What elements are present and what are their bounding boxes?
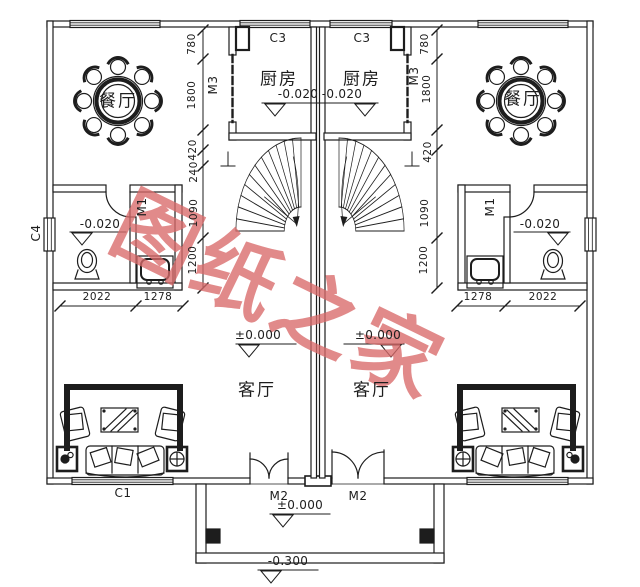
- window-kitchen-left-icon: [239, 19, 311, 29]
- sink-icon: [136, 255, 174, 289]
- armchair-icon: [154, 406, 186, 442]
- level-kitchen-right: -0.020: [321, 87, 363, 101]
- dim-1200-left: 1200: [187, 245, 199, 275]
- level-living-right: ±0.000: [354, 328, 402, 342]
- kitchen-walls-left: [228, 25, 317, 141]
- dim-1800-right: 1800: [421, 74, 433, 104]
- entry-doors: [249, 449, 385, 485]
- dim-1800-left: 1800: [186, 80, 198, 110]
- dim-1090-right: 1090: [419, 198, 431, 228]
- dimension-lines: [54, 24, 586, 312]
- level-kitchen-left: -0.020: [277, 87, 319, 101]
- dining-chairs: [73, 56, 163, 146]
- door-code-m1-left: M1: [135, 197, 149, 217]
- dim-420-left: 420: [187, 139, 199, 161]
- porch: [195, 483, 445, 564]
- door-code-m1-right: M1: [483, 197, 497, 217]
- dim-1278-right: 1278: [463, 291, 493, 303]
- dim-1278-left: 1278: [143, 291, 173, 303]
- window-c4-left-icon: [43, 217, 56, 252]
- side-table-plant-icon: [165, 445, 189, 473]
- window-c4-right-icon: [584, 217, 597, 252]
- room-label-dining-right: 餐厅: [504, 89, 542, 110]
- level-bath-left: -0.020: [79, 217, 121, 231]
- door-code-m3-right: M3: [407, 66, 421, 86]
- room-label-dining-left: 餐厅: [99, 91, 137, 112]
- bathroom-right: [457, 184, 588, 291]
- armchair-icon: [59, 406, 91, 442]
- room-label-kitchen-left: 厨房: [260, 69, 298, 90]
- coffee-table-icon: [100, 407, 139, 433]
- dim-1090-left: 1090: [188, 198, 200, 228]
- window-code-c4: C4: [29, 224, 43, 242]
- dining-table-left: [73, 56, 163, 146]
- door-code-m2-left: M2: [269, 489, 289, 503]
- room-label-kitchen-right: 厨房: [343, 69, 381, 90]
- porch-column-icon: [205, 528, 221, 544]
- sofa-icon: [85, 445, 165, 478]
- level-porch: ±0.000: [276, 498, 324, 512]
- window-dining-left-icon: [69, 19, 161, 29]
- room-label-living-right: 客厅: [353, 380, 391, 401]
- window-code-c3-right: C3: [353, 31, 371, 45]
- dim-780-right: 780: [419, 33, 431, 55]
- window-code-c1: C1: [114, 486, 132, 500]
- dim-2022-left: 2022: [82, 291, 112, 303]
- window-code-c3-left: C3: [269, 31, 287, 45]
- level-outdoor: -0.300: [267, 554, 309, 568]
- dim-2022-right: 2022: [528, 291, 558, 303]
- window-kitchen-right-icon: [329, 19, 393, 29]
- side-table-lamp-icon: [55, 445, 79, 473]
- party-wall: [310, 26, 326, 479]
- windows: [43, 19, 597, 486]
- door-code-m3-left: M3: [206, 75, 220, 95]
- level-bath-right: -0.020: [519, 217, 561, 231]
- sofa-group-right: [453, 387, 583, 477]
- room-label-living-left: 客厅: [238, 380, 276, 401]
- toilet-icon: [74, 248, 100, 280]
- window-c1-right-icon: [466, 476, 569, 486]
- dim-240-left: 240: [188, 161, 200, 183]
- level-markers: [69, 102, 571, 584]
- sofa-group-left: [55, 384, 189, 478]
- window-dining-right-icon: [477, 19, 569, 29]
- porch-column-icon: [419, 528, 435, 544]
- level-living-left: ±0.000: [234, 328, 282, 342]
- dim-1200-right: 1200: [418, 245, 430, 275]
- dim-780-left: 780: [186, 33, 198, 55]
- bathroom-left: [52, 184, 183, 291]
- dim-420-right: 420: [422, 141, 434, 163]
- window-c1-left-icon: [71, 476, 174, 486]
- door-code-m2-right: M2: [348, 489, 368, 503]
- stairs-right: [338, 137, 420, 232]
- stairs-left: [220, 137, 302, 232]
